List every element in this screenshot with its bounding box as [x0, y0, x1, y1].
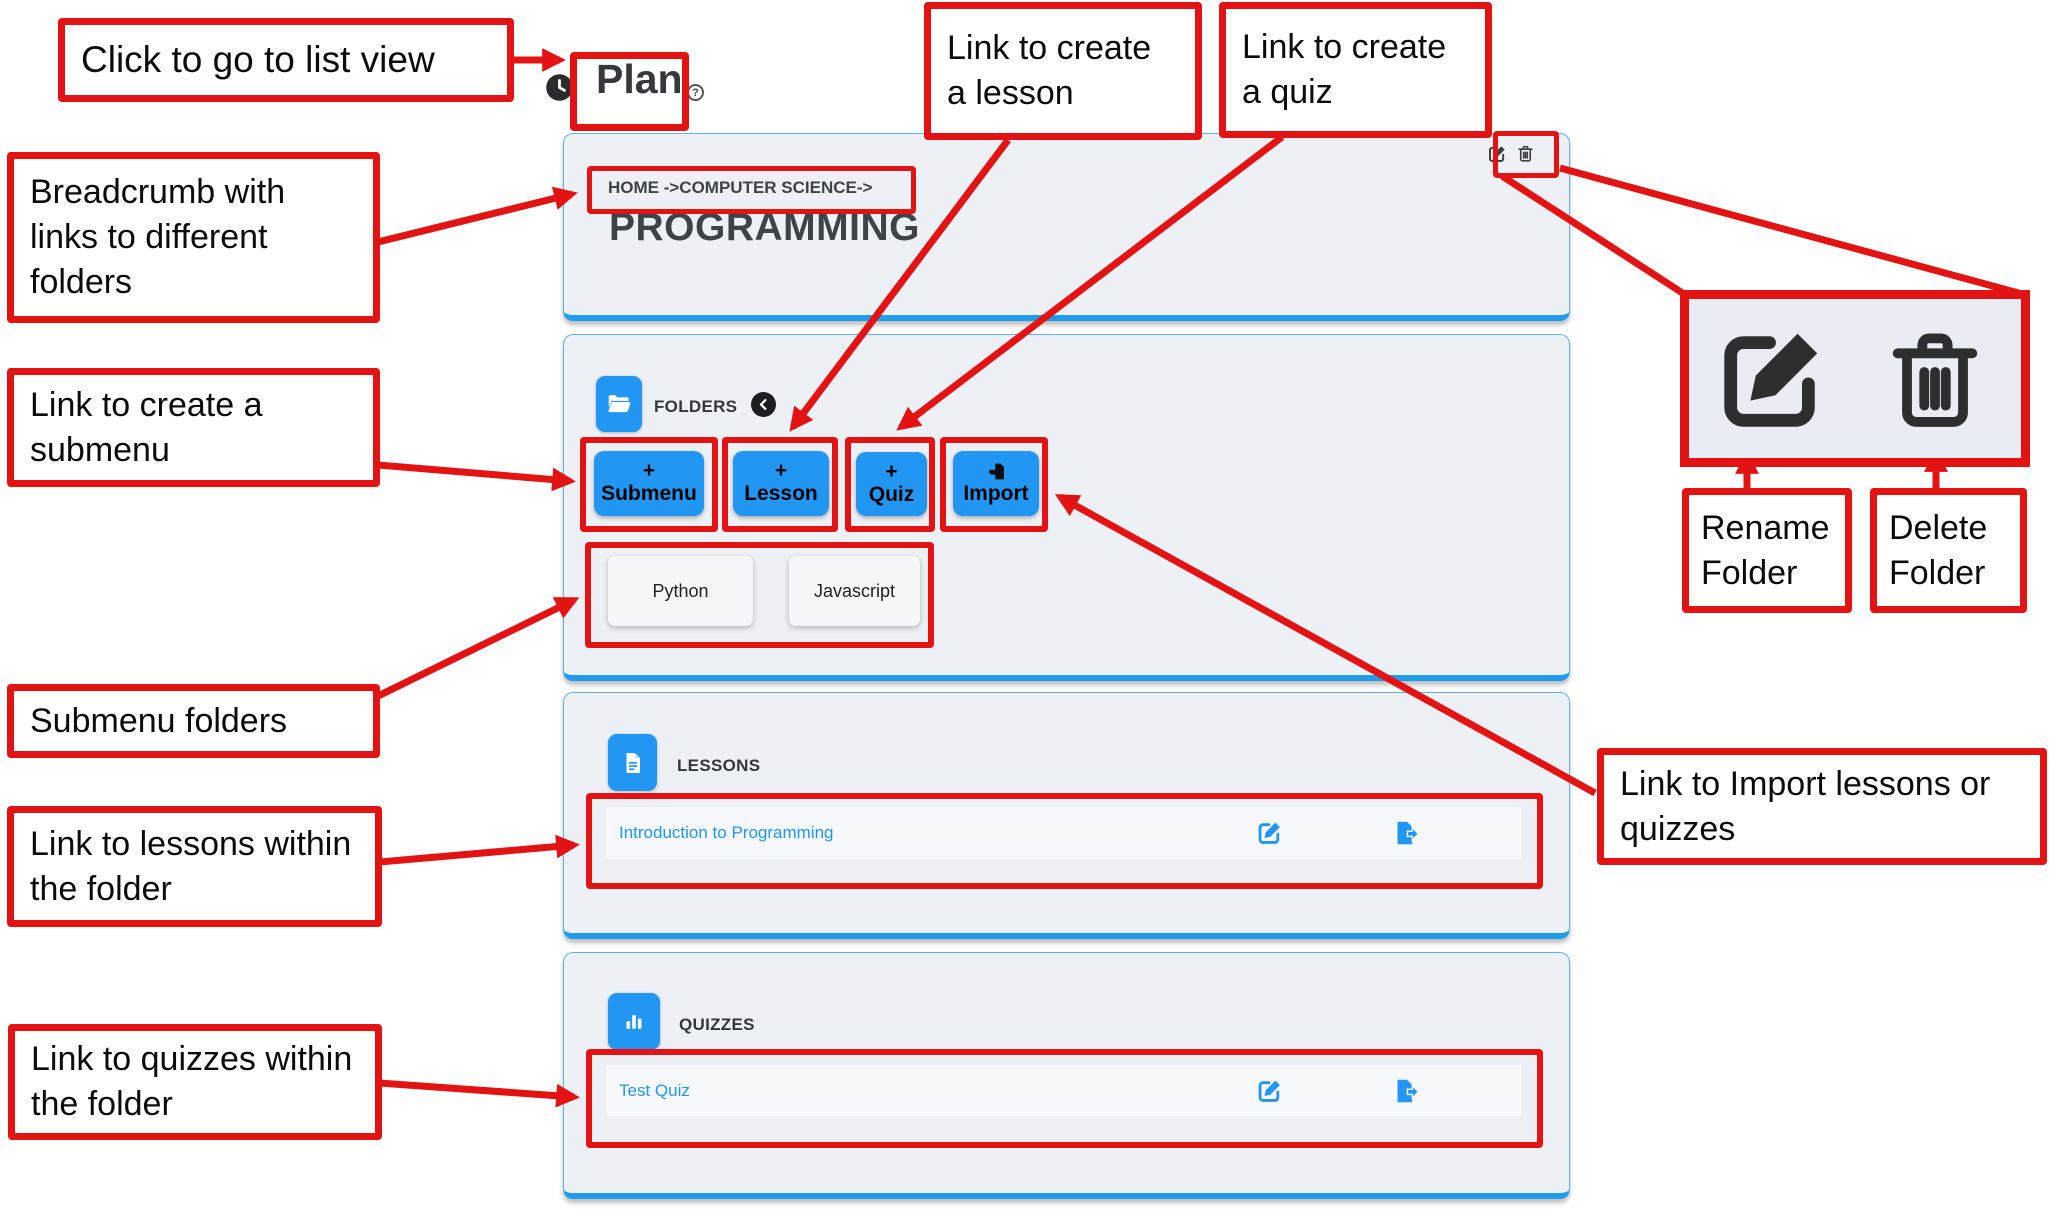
annotation-note-lessons: Link to lessons within the folder: [7, 806, 382, 927]
annotation-outline-import-button: [940, 437, 1048, 532]
plus-icon: +: [885, 459, 898, 483]
quizzes-section-label: QUIZZES: [679, 1015, 755, 1034]
clock-icon: [545, 73, 574, 102]
annotation-note-create-submenu: Link to create a submenu: [7, 368, 380, 487]
annotation-note-rename-folder: Rename Folder: [1682, 488, 1852, 613]
annotation-note-delete-folder: Delete Folder: [1870, 488, 2027, 613]
annotation-note-quizzes: Link to quizzes within the folder: [8, 1024, 382, 1140]
annotation-outline-lesson-row: [586, 793, 1543, 889]
submenu-folder-python[interactable]: Python: [608, 556, 753, 626]
import-button[interactable]: Import: [953, 451, 1039, 516]
annotation-outline-submenu-folders: [585, 542, 934, 648]
folder-actions: [1487, 144, 1536, 164]
annotation-outline-quiz-button: [845, 437, 935, 532]
trash-icon: [1879, 317, 1997, 441]
create-submenu-button[interactable]: + Submenu: [594, 451, 704, 516]
annotation-note-submenu-folders: Submenu folders: [7, 684, 380, 758]
document-icon: [608, 734, 657, 791]
annotation-outline-plan: [570, 52, 689, 131]
plus-icon: +: [774, 459, 788, 482]
lesson-row: Introduction to Programming: [606, 807, 1521, 859]
back-arrow-icon[interactable]: [751, 392, 776, 417]
lessons-section-label: LESSONS: [677, 756, 761, 775]
annotation-note-create-quiz: Link to create a quiz: [1219, 2, 1492, 138]
annotation-outline-folder-actions: [1493, 131, 1559, 178]
annotation-outline-quiz-row: [586, 1049, 1543, 1148]
trash-icon[interactable]: [1516, 144, 1536, 164]
quiz-row: Test Quiz: [606, 1065, 1521, 1116]
page-title[interactable]: Plan: [596, 56, 683, 102]
edit-icon[interactable]: [1256, 1077, 1283, 1104]
quizzes-card: QUIZZES Test Quiz: [563, 952, 1570, 1199]
create-quiz-button[interactable]: + Quiz: [856, 452, 927, 516]
annotation-note-import: Link to Import lessons or quizzes: [1597, 748, 2047, 865]
annotation-note-breadcrumb: Breadcrumb with links to different folde…: [7, 152, 380, 323]
bar-chart-icon: [608, 993, 660, 1050]
quiz-link[interactable]: Test Quiz: [619, 1080, 690, 1100]
annotation-note-create-lesson: Link to create a lesson: [924, 2, 1202, 140]
folders-section-label: FOLDERS: [654, 397, 738, 416]
annotation-outline-breadcrumb: [587, 166, 916, 214]
zoom-callout-panel: [1680, 290, 2030, 467]
edit-icon[interactable]: [1256, 820, 1283, 847]
help-icon[interactable]: ?: [687, 84, 704, 101]
file-export-icon[interactable]: [1393, 1077, 1420, 1104]
lesson-link[interactable]: Introduction to Programming: [619, 823, 834, 842]
folder-open-icon: [596, 376, 642, 432]
annotation-outline-lesson-button: [722, 437, 838, 532]
edit-icon: [1713, 317, 1831, 441]
submenu-folder-javascript[interactable]: Javascript: [789, 556, 920, 626]
create-lesson-button[interactable]: + Lesson: [733, 451, 829, 516]
file-export-icon[interactable]: [1393, 820, 1420, 847]
annotation-note-list-view: Click to go to list view: [58, 18, 514, 102]
file-import-icon: [987, 462, 1006, 481]
annotation-outline-submenu-button: [580, 437, 718, 532]
plus-icon: +: [642, 459, 656, 482]
folder-header-card: HOME ->COMPUTER SCIENCE-> PROGRAMMING: [563, 133, 1570, 321]
